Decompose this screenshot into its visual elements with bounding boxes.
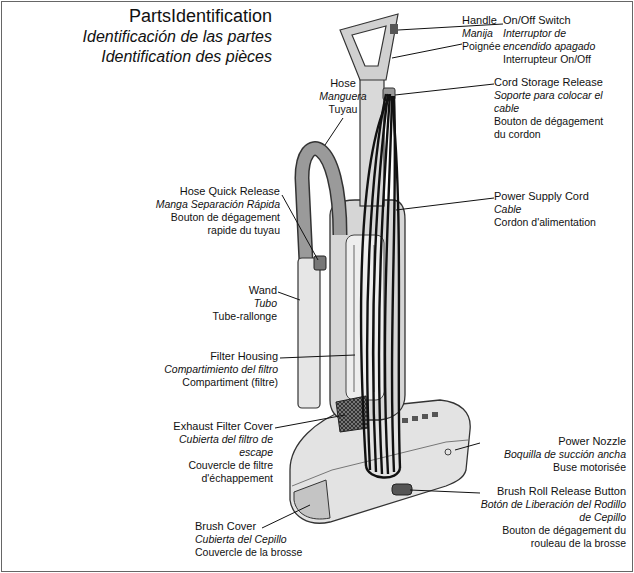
indicator [412, 416, 418, 421]
leader-line [278, 292, 300, 300]
nozzle-mark [445, 449, 451, 455]
part-callout: Brush CoverCubierta del CepilloCouvercle… [195, 520, 335, 559]
part-name: Botón de Liberación del Rodillo de Cepil… [480, 498, 626, 524]
part-name: Boquilla de succión ancha [480, 448, 626, 461]
part-callout: WandTuboTube-rallonge [180, 284, 277, 323]
part-name: Buse motorisée [480, 461, 626, 474]
part-name: Cord Storage Release [494, 76, 606, 89]
indicator [402, 418, 408, 423]
leader-line [282, 195, 318, 260]
part-callout: HoseMangueraTuyau [303, 77, 383, 116]
part-name: Cordon d'alimentation [494, 216, 632, 229]
part-name: Compartimiento del filtro [140, 363, 278, 376]
part-name: Bouton de dégagement du cordon [494, 115, 606, 141]
part-name: Brush Cover [195, 520, 335, 533]
part-callout: Hose Quick ReleaseManga Separación Rápid… [150, 185, 280, 237]
leader-line [325, 118, 343, 145]
part-callout: Cord Storage ReleaseSoporte para colocar… [494, 76, 606, 141]
leader-line [455, 443, 480, 450]
part-callout: Brush Roll Release ButtonBotón de Libera… [480, 485, 626, 550]
cord-loop [385, 96, 392, 474]
part-name: Bouton de dégagement du rouleau de la br… [480, 524, 626, 550]
part-name: Interrupteur On/Off [503, 53, 598, 66]
wand [298, 258, 320, 408]
part-name: Tubo [180, 297, 277, 310]
part-name: Cubierta del Cepillo [195, 533, 335, 546]
brush-roll-button [392, 484, 412, 495]
part-callout: Filter HousingCompartimiento del filtroC… [140, 350, 278, 389]
part-name: Tuyau [303, 103, 383, 116]
subtitle: Identification des pièces [0, 47, 272, 67]
leader-line [410, 490, 480, 493]
leader-line [275, 415, 345, 428]
leader-line [262, 505, 310, 528]
part-name: Couvercle de la brosse [195, 546, 335, 559]
part-name: Bouton de dégagement rapide du tuyau [150, 211, 280, 237]
part-name: Tube-rallonge [180, 310, 277, 323]
part-name: Power Nozzle [480, 435, 626, 448]
part-name: Compartiment (filtre) [140, 376, 278, 389]
part-callout: Power Supply CordCableCordon d'alimentat… [494, 190, 632, 229]
hose [302, 149, 340, 262]
part-name: Manga Separación Rápida [150, 198, 280, 211]
cord-loop [379, 94, 390, 474]
part-name: Brush Roll Release Button [480, 485, 626, 498]
title-block: PartsIdentificationIdentificación de las… [0, 6, 272, 67]
on-off-switch [390, 24, 398, 34]
indicator [432, 412, 438, 417]
part-name: Manguera [303, 90, 383, 103]
housing-highlight [354, 245, 374, 392]
cord-loop [392, 98, 400, 468]
leader-line [395, 84, 494, 95]
title: PartsIdentification [0, 6, 272, 27]
hose-quick-release [314, 256, 326, 270]
hose-outline [302, 149, 340, 262]
part-name: Soporte para colocar el cable [494, 89, 606, 115]
part-name: Filter Housing [140, 350, 278, 363]
leader-line [280, 355, 355, 358]
leader-line [392, 44, 462, 58]
part-name: Cubierta del filtro de escape [168, 433, 273, 459]
part-name: Couvercle de filtre d'échappement [168, 459, 273, 485]
handle [340, 14, 398, 80]
power-cord [361, 94, 400, 478]
part-name: Exhaust Filter Cover [168, 420, 273, 433]
part-name: Cable [494, 203, 632, 216]
part-name: Hose Quick Release [150, 185, 280, 198]
leader-lines [262, 24, 503, 528]
cord-loop [366, 466, 400, 478]
indicator [422, 414, 428, 419]
brush-cover [294, 480, 330, 519]
cord-loop [361, 96, 390, 466]
part-callout: Power NozzleBoquilla de succión anchaBus… [480, 435, 626, 474]
subtitle: Identificación de las partes [0, 27, 272, 47]
cord-loop [367, 94, 386, 470]
part-name: Wand [180, 284, 277, 297]
part-name: On/Off Switch [503, 14, 598, 27]
cord-loop [392, 96, 395, 472]
part-callout: Exhaust Filter CoverCubierta del filtro … [168, 420, 273, 485]
part-callout: On/Off SwitchInterruptor de encendido ap… [503, 14, 598, 66]
part-name: Power Supply Cord [494, 190, 632, 203]
part-name: Interruptor de encendido apagado [503, 27, 598, 53]
leader-line [396, 198, 494, 210]
part-name: Hose [303, 77, 383, 90]
